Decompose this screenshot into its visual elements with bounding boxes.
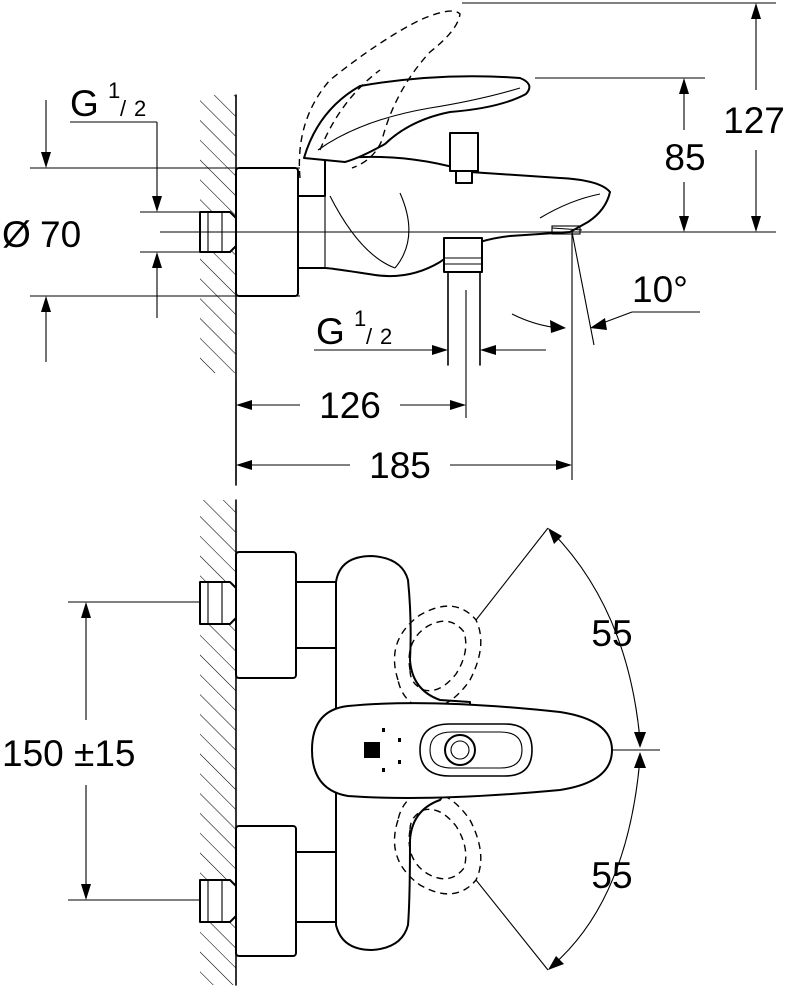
- dimension-85: 85: [664, 137, 705, 178]
- lever-swing-upper-dashed: [393, 605, 482, 710]
- side-view: [30, 2, 776, 486]
- dimension-127: 127: [723, 100, 785, 141]
- faucet-body-side: [297, 155, 611, 278]
- escutcheon-upper: [235, 551, 297, 679]
- lever-side: [303, 75, 531, 163]
- dimension-185: 185: [369, 445, 431, 486]
- lever-raised-dashed: [298, 10, 461, 179]
- lever-button: [444, 734, 476, 766]
- thread-outlet-main: G: [316, 311, 345, 352]
- thread-inlet-den: 2: [134, 96, 146, 121]
- diameter-value: 70: [40, 214, 81, 255]
- diverter-knob: [449, 132, 479, 172]
- escutcheon-lower: [235, 825, 297, 957]
- diameter-symbol: Ø: [2, 214, 31, 255]
- angle-10-degrees: 10°: [632, 269, 688, 310]
- svg-text:/: /: [366, 324, 373, 349]
- lever-swing-lower-dashed: [393, 790, 482, 895]
- top-view: [68, 499, 660, 986]
- svg-text:/: /: [120, 96, 127, 121]
- thread-outlet-den: 2: [380, 324, 392, 349]
- outlet-connector: [443, 237, 483, 273]
- lever-slot: [419, 723, 533, 777]
- swing-angle-lower: 55: [591, 855, 632, 896]
- wall-connector-upper: [199, 581, 237, 625]
- thread-inlet-num: 1: [108, 78, 120, 103]
- thread-inlet-main: G: [70, 83, 99, 124]
- thread-outlet-label: G 1 / 2: [316, 306, 392, 352]
- wall-connector-lower: [199, 879, 237, 923]
- thread-outlet-num: 1: [354, 306, 366, 331]
- thread-inlet-label: G 1 / 2: [70, 78, 146, 124]
- diameter-label: Ø 70: [2, 214, 81, 255]
- swing-angle-upper: 55: [591, 613, 632, 654]
- spacing-150-15: 150 ±15: [2, 733, 135, 774]
- dimension-126: 126: [319, 385, 381, 426]
